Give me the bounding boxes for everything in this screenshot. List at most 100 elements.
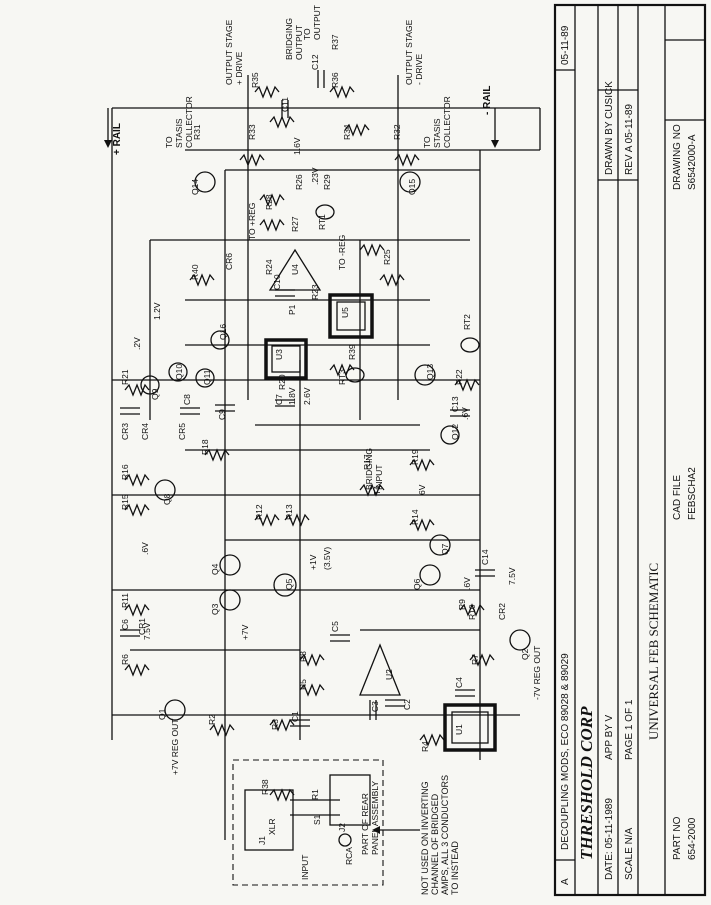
refdes-q6: Q6 [412,578,422,590]
refdes-r21: R21 [120,369,130,385]
label-bridging-input: BRIDGINGINPUT [364,448,384,490]
refdes-r6: R6 [120,654,130,665]
refdes-rt3: RT3 [337,369,347,385]
refdes-q16: Q16 [218,324,228,340]
refdes-r40: R40 [190,264,200,280]
label-minus7-reg-out: -7V REG OUT [532,646,542,700]
refdes-q3: Q3 [210,603,220,615]
refdes-cr6: CR6 [224,253,234,270]
label-bridging-output: BRIDGINGOUTPUT [284,18,304,60]
refdes-c3: C3 [370,701,380,712]
refdes-u5: U5 [340,307,350,318]
refdes-r35: R35 [250,72,260,88]
refdes-r14: R14 [410,509,420,525]
scale-field: SCALE N/A [624,827,635,880]
refdes-q15: Q15 [407,179,417,195]
refdes-r15: R15 [120,494,130,510]
refdes-r19: R19 [410,449,420,465]
refdes-q7: Q7 [440,543,450,555]
refdes-p1: P1 [287,304,297,315]
refdes-c7: C7 [274,394,284,405]
refdes-r12: R12 [254,504,264,520]
opto-couplers [264,293,497,752]
refdes-r22: R22 [454,369,464,385]
rev-field: REV A 05-11-89 [624,104,635,175]
refdes-cr4: CR4 [140,423,150,440]
label-not-used-note: NOT USED ON INVERTINGCHANNEL OF BRIDGEDA… [420,775,460,895]
label-minus-rail: - RAIL [482,86,493,115]
refdes-cr3: CR3 [120,423,130,440]
input-panel [232,759,420,886]
refdes-q11: Q11 [202,369,212,385]
label-input: INPUT [300,855,310,881]
refdes-q2: Q2 [520,648,530,660]
cad-file-value: FEBSCHA2 [687,467,698,520]
refdes-r5: R5 [298,679,308,690]
refdes-r18: R18 [200,439,210,455]
thermistors [315,204,480,383]
label-plus1v: +1V [308,554,318,570]
label-plus-rail: + RAIL [112,123,123,155]
refdes-j2: J2 [337,823,347,832]
app-by-field: APP BY V [604,714,615,760]
refdes-r3: R3 [270,719,280,730]
date-field: DATE: 05-11-1989 [604,798,615,880]
sheet-title: UNIVERSAL FEB SCHEMATIC [646,563,661,740]
refdes-r2: R2 [207,714,217,725]
refdes-r33: R33 [247,124,257,140]
refdes-r23: R23 [310,284,320,300]
refdes-r27: R27 [290,216,300,232]
label-output-minus: OUTPUT STAGE- DRIVE [404,19,424,85]
refdes-r13: R13 [284,504,294,520]
refdes-r20: R20 [277,374,287,390]
label-to-minus-reg: TO -REG [337,235,347,270]
voltage-annotation: 7.5V [507,567,517,585]
refdes-j1: J1 [257,836,267,845]
refdes-r38: R38 [260,779,270,795]
label-plus7v: +7V [240,624,250,640]
revision-marker: A [560,878,571,885]
refdes-r32: R32 [392,124,402,140]
label-rca: RCA [344,847,354,865]
refdes-q8: Q8 [162,493,172,505]
voltage-annotation: 1.2V [152,302,162,320]
op-amps [268,248,401,696]
refdes-q1: Q1 [157,708,167,720]
label-output-plus: OUTPUT STAGE+ DRIVE [224,19,244,85]
drawn-by-field: DRAWN BY CUSICK [604,81,615,175]
voltage-annotation: .2V [132,337,142,350]
voltage-annotation: .23V [310,167,320,185]
revision-date: 05-11-89 [560,25,571,65]
label-v35: (3.5V) [322,547,332,570]
label-to-output: TOOUTPUT [302,5,322,40]
refdes-c1: C1 [290,711,300,722]
refdes-q9: Q9 [150,388,160,400]
refdes-q10: Q10 [174,364,184,380]
refdes-t1: T1 [372,485,382,495]
refdes-cr2: CR2 [497,603,507,620]
refdes-r11: R11 [120,593,130,608]
voltage-annotation: 2.6V [302,387,312,405]
title-block [553,3,707,897]
refdes-c14: C14 [480,549,490,565]
refdes-c4: C4 [454,677,464,688]
refdes-r4: R4 [420,741,430,752]
refdes-r17: R17 [362,454,372,470]
refdes-r10: R10 [467,604,477,620]
part-no-value: 654-2000 [687,817,698,860]
transistors [140,171,531,721]
refdes-rt2: RT2 [462,314,472,330]
refdes-s1: S1 [312,814,322,825]
refdes-u3: U3 [274,349,284,360]
refdes-r8: R8 [298,651,308,662]
refdes-c6: C6 [120,619,130,630]
refdes-c9: C9 [217,409,227,420]
refdes-r7: R7 [470,654,480,665]
cad-file-label: CAD FILE [672,475,683,520]
revision-note: DECOUPLING MODS, ECO 89028 & 89029 [560,653,571,850]
refdes-r24: R24 [264,259,274,275]
refdes-r25: R25 [382,249,392,265]
refdes-u4: U4 [290,264,300,275]
